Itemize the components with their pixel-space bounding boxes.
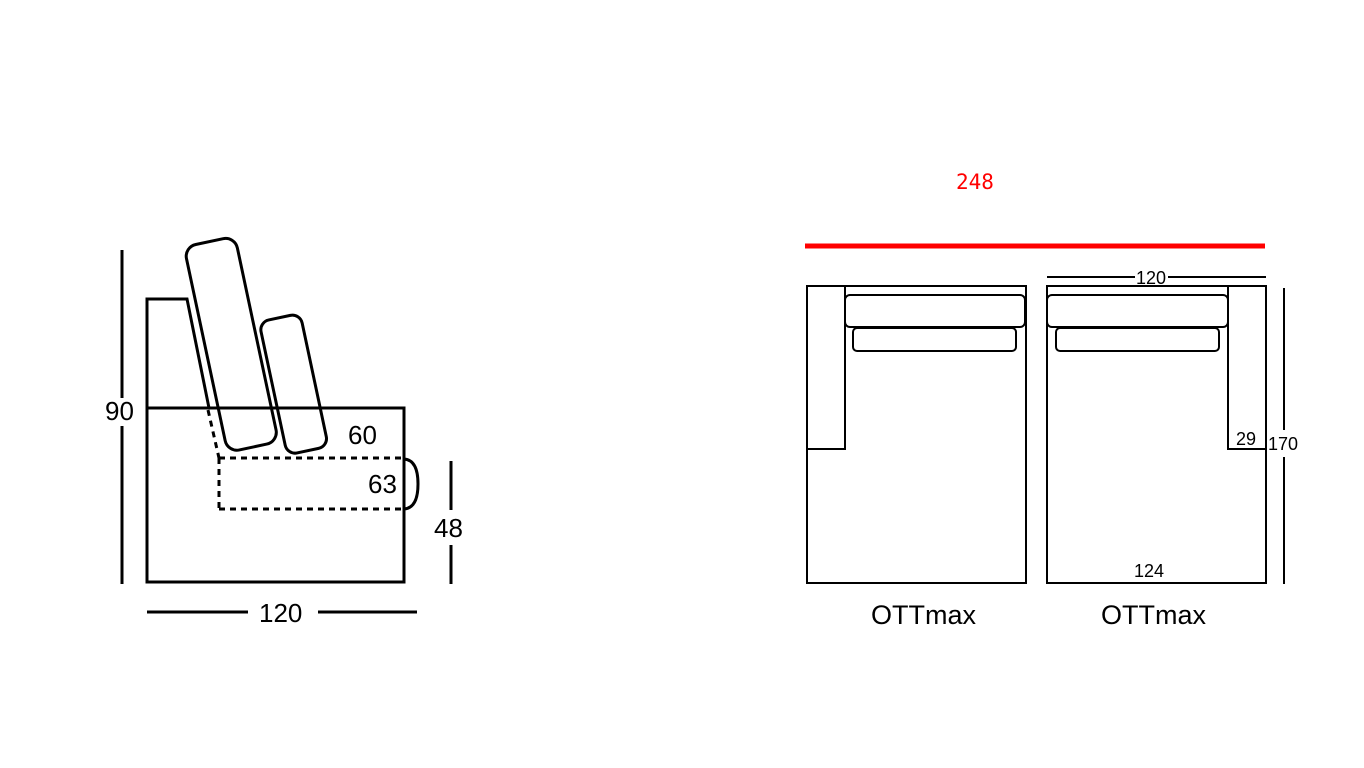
module-right-armrest (1227, 285, 1267, 450)
top-view (806, 276, 1285, 584)
module-left-armrest (806, 285, 846, 450)
module-right (1046, 285, 1267, 584)
module-right-name: OTTmax (1101, 600, 1206, 630)
module-right-seat-cushion (1055, 327, 1220, 352)
back-cushion-small (259, 313, 328, 455)
depth-label: 170 (1268, 434, 1298, 454)
module-right-outline (1046, 285, 1267, 584)
side-bed-label: 63 (368, 469, 397, 499)
total-width-label: 248 (956, 170, 994, 194)
side-back-depth-label: 60 (348, 420, 377, 450)
module-left-name: OTTmax (871, 600, 976, 630)
side-view (120, 236, 453, 614)
module-left-back-cushion (844, 294, 1026, 328)
side-seat-height-label: 48 (434, 513, 463, 543)
module-left (806, 285, 1027, 584)
armrest-label: 29 (1236, 429, 1256, 449)
pullout-handle (403, 457, 420, 511)
side-width-label: 120 (259, 598, 302, 628)
module-right-back-cushion (1046, 294, 1229, 328)
backrest-frame (145, 297, 211, 409)
side-height-label: 90 (105, 396, 134, 426)
module-left-outline (806, 285, 1027, 584)
module-width-label: 120 (1136, 268, 1166, 288)
inner-width-label: 124 (1134, 561, 1164, 581)
pullout-bed-dashed (206, 409, 404, 511)
module-left-seat-cushion (852, 327, 1017, 352)
back-cushion-large (184, 236, 278, 452)
